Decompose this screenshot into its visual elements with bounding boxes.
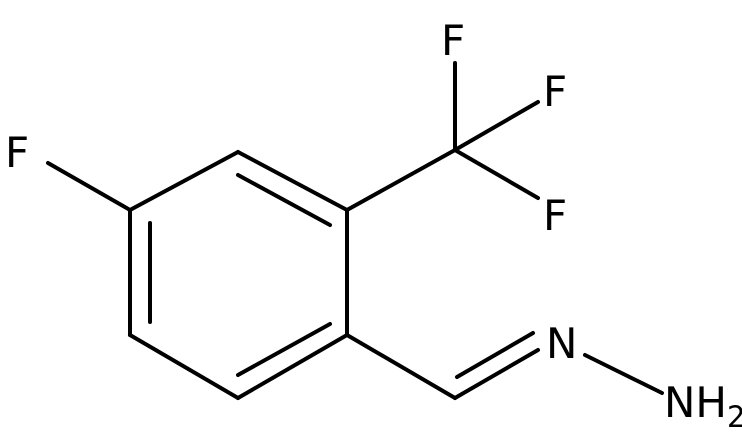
benzene-ring [128,150,349,400]
atom-label-nh: NH [664,378,727,427]
bond-c1-f [46,161,132,212]
ring-double-bond-inner-c4-c5 [236,322,332,377]
trifluoromethyl-group [345,61,540,212]
atom-label-f-ring: F [5,128,29,177]
bond-ch-n-double-inner [455,331,535,379]
atom-label-nh2: NH2 [664,378,742,434]
bond-cf3-f-lower [453,148,540,200]
atom-label-f-top: F [441,16,465,65]
atom-label-n-imine: N [546,319,577,368]
hydrazone-group [345,331,664,400]
ring-bond-c1-c2 [128,150,240,212]
atom-label-nh2-subscript: 2 [727,400,742,434]
ring-double-bond-inner-c2-c3 [236,173,332,227]
bond-cf3-f-right [453,100,540,152]
atom-label-f-right: F [543,67,567,116]
bond-c4-ch [345,333,457,400]
atom-label-f-lower: F [543,191,567,240]
ring-bond-c2-c3 [236,150,349,212]
ring-bond-c5-c6 [128,333,240,400]
bond-n-n [583,353,664,395]
bond-ch-n-double-outer [453,348,540,400]
ring-bond-c4-c5 [236,333,349,400]
bond-c3-cf3 [345,148,457,212]
